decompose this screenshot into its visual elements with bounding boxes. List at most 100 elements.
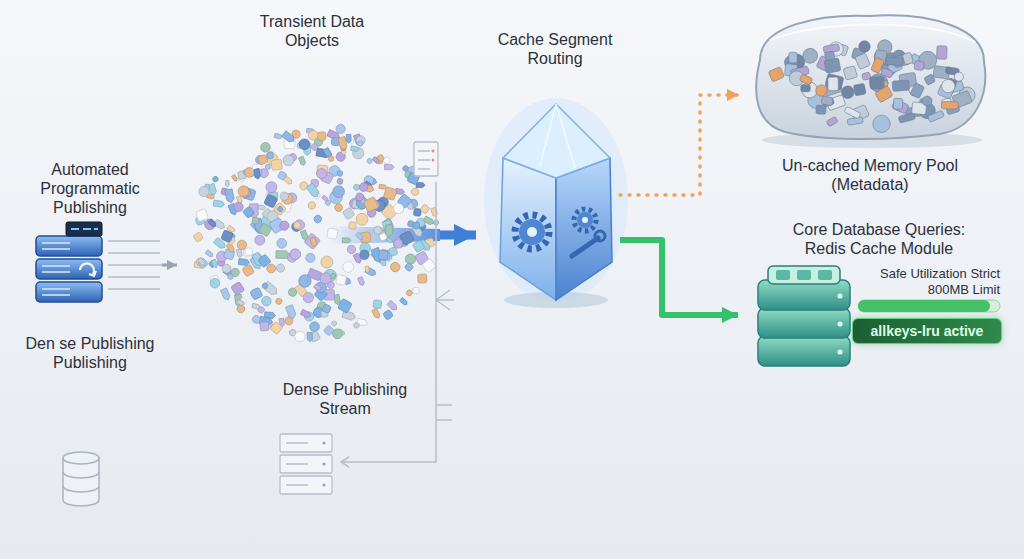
data-particles xyxy=(411,187,420,196)
data-particles xyxy=(413,287,420,294)
data-particles xyxy=(288,247,303,262)
data-particles xyxy=(242,206,254,218)
data-particles xyxy=(277,206,284,213)
data-particles xyxy=(221,263,231,273)
data-particles xyxy=(236,299,245,306)
data-particles xyxy=(356,140,364,148)
data-particles xyxy=(366,157,373,164)
metadata-items xyxy=(824,51,835,61)
data-particles xyxy=(373,300,382,309)
metadata-items xyxy=(891,99,909,114)
data-object-cluster: Transient Data ObjectsDense Publishing S… xyxy=(185,12,440,420)
data-particles xyxy=(322,195,330,202)
data-particles xyxy=(195,209,208,222)
routing-crystal xyxy=(500,158,556,300)
data-particles xyxy=(233,202,243,212)
metadata-items xyxy=(910,83,925,99)
data-particles xyxy=(276,251,290,259)
data-particles xyxy=(418,274,427,283)
metadata-items xyxy=(927,110,944,122)
data-particles xyxy=(327,228,338,239)
metadata-items xyxy=(821,96,833,106)
data-particles xyxy=(199,186,209,196)
data-particles xyxy=(383,309,394,320)
metadata-items xyxy=(891,99,909,114)
data-particles xyxy=(363,197,379,213)
server-icon xyxy=(36,236,102,256)
metadata-items xyxy=(870,76,885,89)
data-particles xyxy=(358,181,370,193)
server-icon xyxy=(36,222,102,302)
data-particles xyxy=(236,299,245,306)
data-particles xyxy=(412,240,425,253)
data-particles xyxy=(220,288,231,301)
data-particles xyxy=(199,186,209,196)
data-particles xyxy=(275,237,289,251)
data-particles xyxy=(257,154,268,165)
metadata-items xyxy=(847,117,863,126)
data-particles xyxy=(337,178,344,185)
metadata-items xyxy=(814,83,829,98)
data-particles xyxy=(258,254,272,268)
data-particles xyxy=(310,237,317,247)
data-particles xyxy=(236,184,251,199)
data-particles xyxy=(267,152,274,159)
data-particles xyxy=(308,320,322,334)
data-particles xyxy=(260,322,269,331)
data-particles xyxy=(275,297,283,305)
data-particles xyxy=(226,180,230,186)
data-particles xyxy=(353,253,362,264)
data-particles xyxy=(405,289,413,297)
data-particles xyxy=(292,218,306,232)
data-particles xyxy=(277,171,287,181)
data-particles xyxy=(310,143,319,152)
metadata-items xyxy=(921,94,934,107)
data-particles xyxy=(304,252,316,264)
data-particles xyxy=(389,261,402,274)
data-particles xyxy=(212,176,219,183)
metadata-items xyxy=(768,39,978,133)
stream-arrow xyxy=(440,231,476,240)
db-icon xyxy=(63,458,99,506)
data-particles xyxy=(252,217,260,225)
data-particles xyxy=(213,200,225,208)
data-particles xyxy=(231,282,245,296)
data-particles xyxy=(265,164,270,169)
data-particles xyxy=(319,254,335,270)
data-particles xyxy=(250,287,263,300)
data-particles xyxy=(308,130,318,140)
metadata-items xyxy=(927,110,944,122)
redis-stack xyxy=(758,336,850,366)
metadata-items xyxy=(941,101,958,109)
data-particles xyxy=(242,206,254,218)
flow-branches xyxy=(436,405,452,420)
data-particles xyxy=(307,201,317,211)
data-particles xyxy=(210,278,220,288)
data-particles xyxy=(265,164,270,169)
data-particles xyxy=(317,132,326,141)
data-particles xyxy=(314,284,323,292)
data-particles xyxy=(278,190,290,202)
data-particles xyxy=(193,232,204,243)
data-particles xyxy=(306,183,320,199)
data-particles xyxy=(372,157,380,164)
data-particles xyxy=(359,250,369,260)
metadata-items xyxy=(857,39,872,54)
data-particles xyxy=(365,267,377,277)
metadata-items xyxy=(875,86,893,103)
data-particles xyxy=(413,287,420,294)
data-particles xyxy=(322,195,330,202)
data-particles xyxy=(308,320,322,334)
data-particles xyxy=(342,207,355,220)
data-particles xyxy=(237,240,247,250)
data-particles xyxy=(342,207,355,220)
flow-branches xyxy=(341,182,454,467)
metadata-items xyxy=(924,74,936,85)
data-particles xyxy=(278,219,291,232)
data-particles xyxy=(333,186,345,198)
data-particles xyxy=(319,254,335,270)
data-particles xyxy=(412,240,425,253)
data-particles xyxy=(342,238,351,243)
metadata-items xyxy=(875,86,893,103)
